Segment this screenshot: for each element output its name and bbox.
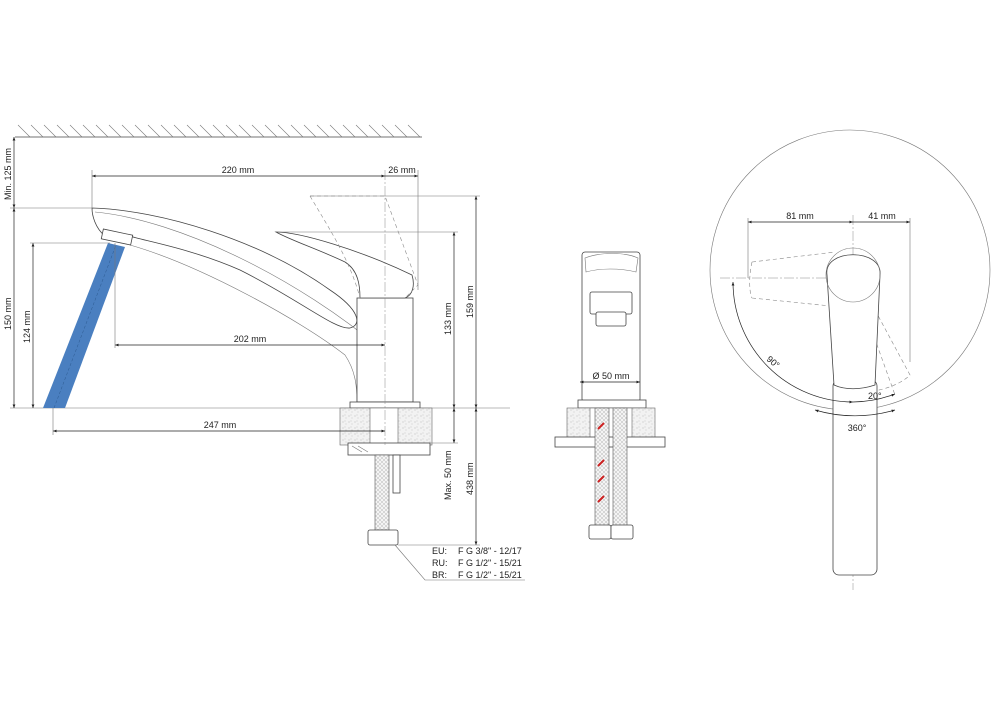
hot-marker-stripe bbox=[597, 475, 605, 483]
spout-top bbox=[832, 379, 878, 576]
connection-thread: F G 1/2" - 15/21 bbox=[458, 558, 522, 568]
lever bbox=[274, 231, 414, 299]
connection-callout: EU: F G 3/8" - 12/17 RU: F G 1/2" - 15/2… bbox=[394, 544, 525, 581]
mount-plate bbox=[347, 442, 431, 456]
dim-spout-rotation: 360° bbox=[848, 423, 867, 433]
dim-max-counter: Max. 50 mm bbox=[443, 450, 453, 500]
dim-lever-tilt: 20° bbox=[868, 391, 882, 401]
side-dimensions: 220 mm 26 mm Min. 125 mm 150 mm 124 mm 2… bbox=[3, 137, 480, 546]
dim-right-reach: 41 mm bbox=[868, 211, 896, 221]
dim-aerator-height: 124 mm bbox=[22, 310, 32, 343]
dim-spout-height: 150 mm bbox=[3, 297, 13, 330]
dim-lever-rotation: 90° bbox=[765, 354, 782, 371]
dim-handle-offset: 26 mm bbox=[388, 165, 416, 175]
connection-thread: F G 3/8" - 12/17 bbox=[458, 546, 522, 556]
wall-hatch bbox=[15, 124, 422, 138]
connection-region: RU: bbox=[432, 558, 448, 568]
dim-hose-length: 438 mm bbox=[465, 462, 475, 495]
hose bbox=[374, 454, 390, 531]
water-stream bbox=[43, 243, 125, 408]
hot-marker bbox=[597, 422, 605, 503]
connection-thread: F G 1/2" - 15/21 bbox=[458, 570, 522, 580]
connection-region: EU: bbox=[432, 546, 447, 556]
spout bbox=[91, 207, 358, 329]
connection-region: BR: bbox=[432, 570, 447, 580]
front-mount-plate bbox=[554, 436, 666, 448]
hot-marker-stripe bbox=[597, 422, 605, 430]
side-view: 220 mm 26 mm Min. 125 mm 150 mm 124 mm 2… bbox=[3, 124, 525, 581]
hot-marker-stripe bbox=[597, 495, 605, 503]
dim-aerator-reach: 202 mm bbox=[234, 334, 267, 344]
dim-body-diameter: Ø 50 mm bbox=[592, 371, 629, 381]
front-view: Ø 50 mm bbox=[554, 251, 666, 540]
dim-handle-height: 133 mm bbox=[443, 302, 453, 335]
dim-min-clearance: Min. 125 mm bbox=[3, 148, 13, 200]
dim-spout-reach: 220 mm bbox=[222, 165, 255, 175]
dim-left-reach: 81 mm bbox=[786, 211, 814, 221]
hose-nut bbox=[367, 529, 399, 546]
cold-hose bbox=[612, 407, 628, 527]
lever-top bbox=[826, 254, 881, 390]
dim-lever-up-height: 159 mm bbox=[465, 285, 475, 318]
top-view: 81 mm 41 mm 90° 20° 360° bbox=[709, 129, 991, 590]
hot-marker-stripe bbox=[597, 459, 605, 467]
dim-stream-reach: 247 mm bbox=[204, 420, 237, 430]
